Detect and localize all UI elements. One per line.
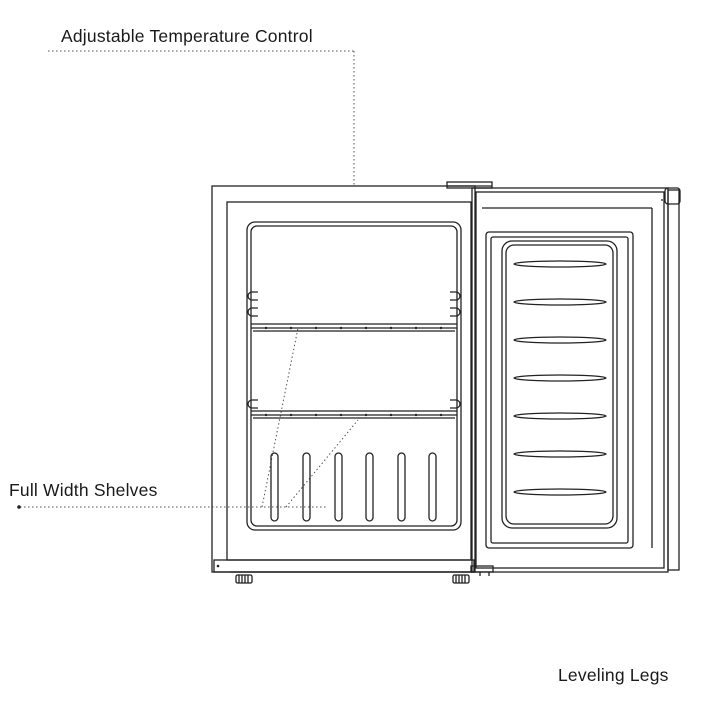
shelf-upper (251, 323, 457, 332)
label-adjustable-temperature-control: Adjustable Temperature Control (61, 26, 313, 46)
door (471, 187, 681, 573)
lower-hinge (470, 565, 494, 576)
shelf-lower (251, 410, 457, 419)
leader-shelves (20, 327, 359, 508)
label-leveling-legs: Leveling Legs (558, 665, 669, 685)
door-bins (513, 260, 607, 496)
leveling-leg-left (235, 574, 253, 584)
label-full-width-shelves: Full Width Shelves (9, 480, 158, 500)
shelf-supports (247, 291, 461, 409)
top-control (446, 181, 493, 189)
inner-liner (246, 221, 462, 531)
leader-temperature-control (48, 50, 355, 186)
leader-shelves-dot (17, 505, 21, 509)
bottom-ribs (270, 452, 437, 522)
leveling-leg-right (452, 574, 470, 584)
